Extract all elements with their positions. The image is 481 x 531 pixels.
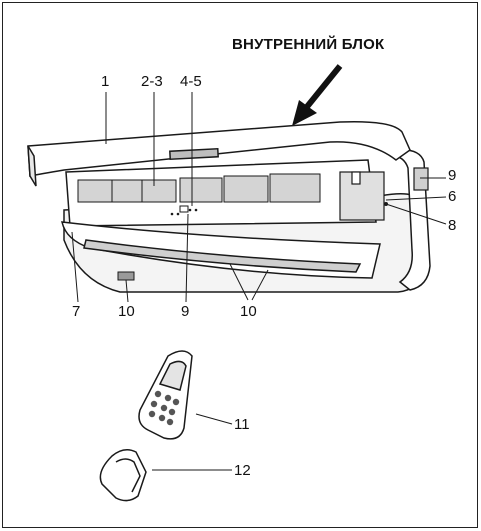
indoor-unit-body — [61, 149, 431, 293]
pointer-arrow — [292, 64, 343, 126]
control-panel-dots — [170, 205, 198, 216]
remote-controller — [138, 350, 193, 440]
callout-10-right: 10 — [240, 303, 257, 320]
leader-lines — [71, 92, 447, 471]
callout-10-left: 10 — [118, 303, 135, 320]
callout-11: 11 — [234, 416, 250, 433]
front-panel — [27, 120, 411, 187]
callout-7: 7 — [72, 303, 81, 320]
callout-6: 6 — [448, 188, 457, 205]
air-filters — [77, 173, 321, 203]
callout-12: 12 — [234, 462, 251, 479]
callout-2-3: 2-3 — [141, 73, 163, 90]
callout-8: 8 — [448, 217, 457, 234]
remote-holder — [99, 449, 147, 502]
signal-receiver — [117, 271, 135, 281]
callout-4-5: 4-5 — [180, 73, 202, 90]
callout-1: 1 — [101, 73, 110, 90]
callout-9-top: 9 — [448, 167, 457, 184]
callout-9-bottom: 9 — [181, 303, 190, 320]
diagram-title: ВНУТРЕННИЙ БЛОК — [232, 36, 385, 53]
side-panel-parts — [339, 167, 429, 221]
